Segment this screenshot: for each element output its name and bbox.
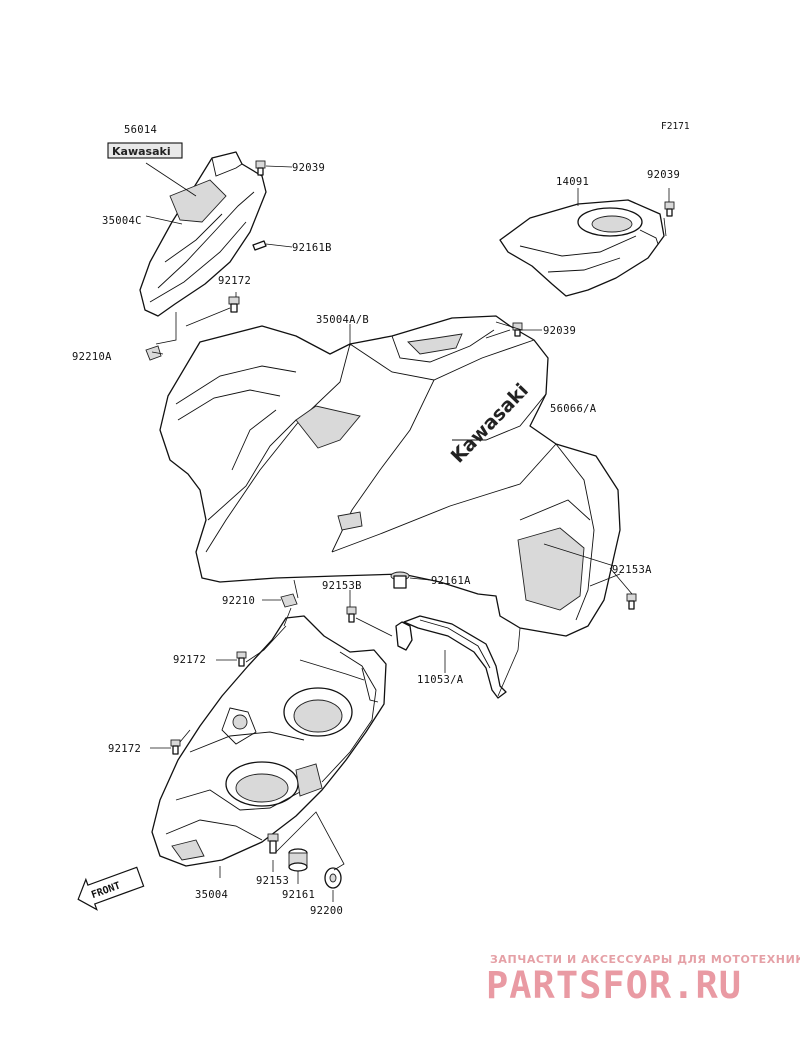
front-fender-35004ab: [159, 315, 621, 637]
front-arrow-icon: FRONT: [77, 866, 145, 911]
decal-56014: Kawasaki: [107, 142, 183, 159]
label-92039-right: 92039: [647, 169, 680, 181]
label-35004c: 35004C: [102, 215, 142, 227]
label-14091: 14091: [556, 176, 589, 188]
label-92172-top: 92172: [218, 275, 251, 287]
figure-code: F2171: [661, 121, 690, 132]
screw-92172-top: [228, 296, 240, 313]
label-92161: 92161: [282, 889, 315, 901]
bolt-92039-right: [664, 201, 675, 217]
label-92153a: 92153A: [612, 564, 652, 576]
label-92153b: 92153B: [322, 580, 362, 592]
label-56014: 56014: [124, 124, 157, 136]
label-35004ab: 35004A/B: [316, 314, 369, 326]
label-92039-mid: 92039: [543, 325, 576, 337]
watermark: ЗАПЧАСТИ И АКСЕССУАРЫ ДЛЯ МОТОТЕХНИКИ PA…: [486, 953, 800, 1007]
nut-92210a: [145, 345, 162, 361]
label-92200: 92200: [310, 905, 343, 917]
leader-lines: [145, 162, 670, 902]
label-92210: 92210: [222, 595, 255, 607]
bolt-92153: [267, 833, 279, 854]
front-cover-35004c: [139, 151, 267, 317]
screw-92172-low: [170, 739, 181, 755]
label-11053a: 11053/A: [417, 674, 464, 686]
screw-92172-mid: [236, 651, 247, 667]
label-92210a: 92210A: [72, 351, 112, 363]
bolt-92039-mid: [512, 322, 523, 337]
watermark-tagline: ЗАПЧАСТИ И АКСЕССУАРЫ ДЛЯ МОТОТЕХНИКИ: [490, 953, 800, 966]
label-92172-low: 92172: [108, 743, 141, 755]
clip-92161a: [390, 571, 410, 589]
label-92161b: 92161B: [292, 242, 332, 254]
label-92172-mid: 92172: [173, 654, 206, 666]
collar-92161: [288, 848, 308, 872]
bolt-92153b: [346, 606, 357, 623]
label-35004: 35004: [195, 889, 228, 901]
label-56066a: 56066/A: [550, 403, 597, 415]
bracket-11053a: [395, 615, 507, 699]
label-92039-top: 92039: [292, 162, 325, 174]
clip-92161b: [252, 240, 267, 251]
bolt-92039-top: [255, 160, 266, 176]
washer-92200: [324, 867, 342, 889]
part-labels: 56014 35004C 92039 92161B 92172 92210A 1…: [72, 124, 680, 917]
nut-92210: [280, 593, 298, 608]
label-92161a: 92161A: [431, 575, 471, 587]
watermark-brand: PARTSFOR.RU: [486, 964, 742, 1007]
label-92153: 92153: [256, 875, 289, 887]
svg-text:Kawasaki: Kawasaki: [112, 145, 171, 158]
cover-14091: [499, 199, 665, 297]
bolt-92153a: [626, 593, 637, 610]
inner-fender-35004: [151, 615, 387, 867]
